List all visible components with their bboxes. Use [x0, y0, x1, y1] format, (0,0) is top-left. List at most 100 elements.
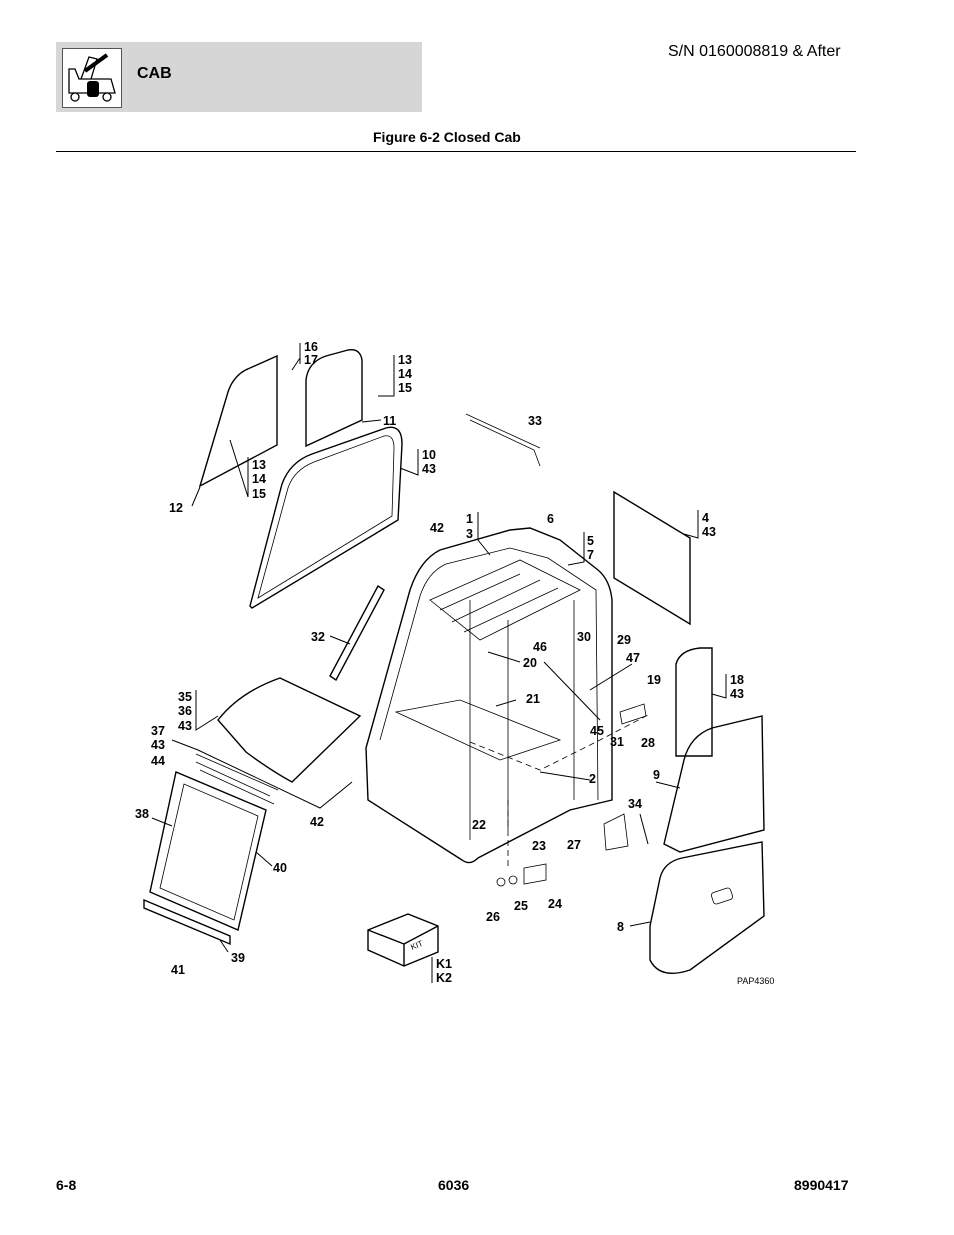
callout-13: 13 [398, 353, 412, 367]
side-glass-part [675, 647, 713, 757]
cab-floor [394, 699, 562, 761]
striker-19 [619, 703, 647, 725]
callout-31: 31 [610, 735, 624, 749]
leader-46-47 [543, 661, 633, 721]
callout-30: 30 [577, 630, 591, 644]
callout-29: 29 [617, 633, 631, 647]
callout-33: 33 [528, 414, 542, 428]
assembly-dashline [469, 713, 651, 771]
lower-glass-part [149, 771, 267, 931]
callout-27: 27 [567, 838, 581, 852]
callout-42: 42 [430, 521, 444, 535]
roof-ribs [429, 559, 581, 641]
callout-24: 24 [548, 897, 562, 911]
leader-20 [487, 651, 521, 663]
callout-6: 6 [547, 512, 554, 526]
callout-9: 9 [653, 768, 660, 782]
callout-k1: K1 [436, 957, 452, 971]
door-glass-part [198, 354, 278, 488]
callout-8: 8 [617, 920, 624, 934]
cab-frame-inner [379, 547, 599, 801]
leader-12 [191, 486, 201, 507]
callout-25: 25 [514, 899, 528, 913]
callout-43e: 43 [151, 738, 165, 752]
callout-39: 39 [231, 951, 245, 965]
leader-9 [655, 781, 681, 789]
door-frame-part [663, 715, 765, 853]
callout-43d: 43 [178, 719, 192, 733]
leader-5-7 [567, 532, 585, 566]
callout-13b: 13 [252, 458, 266, 472]
wiper-part [329, 584, 385, 682]
callout-43b: 43 [702, 525, 716, 539]
callout-26: 26 [486, 910, 500, 924]
window-seal-part [249, 426, 403, 609]
page-number: 6-8 [56, 1177, 77, 1193]
callout-44: 44 [151, 754, 165, 768]
callout-38: 38 [135, 807, 149, 821]
leader-40 [255, 851, 273, 867]
cab-posts [469, 600, 575, 840]
callout-16: 16 [304, 340, 318, 354]
rear-window-part [305, 349, 363, 448]
latch-34 [603, 813, 629, 851]
cab-frame-part [365, 527, 613, 864]
callout-15b: 15 [252, 487, 266, 501]
callout-7: 7 [587, 548, 594, 562]
section-title: CAB [137, 65, 172, 82]
callout-18: 18 [730, 673, 744, 687]
callout-2: 2 [589, 772, 596, 786]
callout-23: 23 [532, 839, 546, 853]
wiper-arm-part [465, 413, 541, 467]
leader-21 [495, 699, 517, 707]
callout-42b: 42 [310, 815, 324, 829]
telehandler-icon [62, 48, 122, 108]
window-seal-inner [257, 435, 395, 599]
leader-11 [361, 419, 382, 423]
leader-10-43 [399, 449, 419, 476]
leader-13-15-side [229, 439, 249, 498]
lower-bar-part [143, 898, 231, 946]
door-part [649, 841, 765, 974]
kit-label: KIT [409, 939, 424, 952]
callout-15: 15 [398, 381, 412, 395]
leader-35-36 [195, 690, 219, 731]
front-windshield-part [217, 677, 362, 783]
callout-11: 11 [383, 414, 396, 428]
callout-19: 19 [647, 673, 661, 687]
callout-4: 4 [702, 511, 709, 525]
callout-3: 3 [466, 527, 473, 541]
kit-box [367, 913, 439, 967]
callout-41: 41 [171, 963, 185, 977]
callout-22: 22 [472, 818, 486, 832]
leader-34 [639, 813, 649, 845]
callout-1: 1 [466, 512, 473, 526]
callout-14: 14 [398, 367, 412, 381]
leader-13-15-top [378, 355, 395, 397]
callout-43: 43 [422, 462, 436, 476]
seal-strips [195, 753, 279, 805]
callout-28: 28 [641, 736, 655, 750]
drawing-id: PAP4360 [737, 976, 774, 986]
callout-k2: K2 [436, 971, 452, 985]
callout-14b: 14 [252, 472, 266, 486]
leader-37-44-42 [171, 739, 353, 809]
header-rule [56, 151, 856, 152]
leader-16-17 [291, 343, 301, 371]
serial-number: S/N 0160008819 & After [668, 43, 841, 60]
bracket-23 [523, 863, 547, 885]
callout-12: 12 [169, 501, 183, 515]
callout-36: 36 [178, 704, 192, 718]
leader-8 [629, 921, 651, 927]
lower-glass-inner [159, 783, 259, 921]
leader-18-43 [711, 674, 727, 699]
callout-47: 47 [626, 651, 640, 665]
callout-21: 21 [526, 692, 540, 706]
callout-37: 37 [151, 724, 165, 738]
washer-26 [496, 877, 506, 887]
callout-35: 35 [178, 690, 192, 704]
leader-39 [219, 939, 229, 953]
leader-4-43 [683, 510, 699, 539]
callout-32: 32 [311, 630, 325, 644]
